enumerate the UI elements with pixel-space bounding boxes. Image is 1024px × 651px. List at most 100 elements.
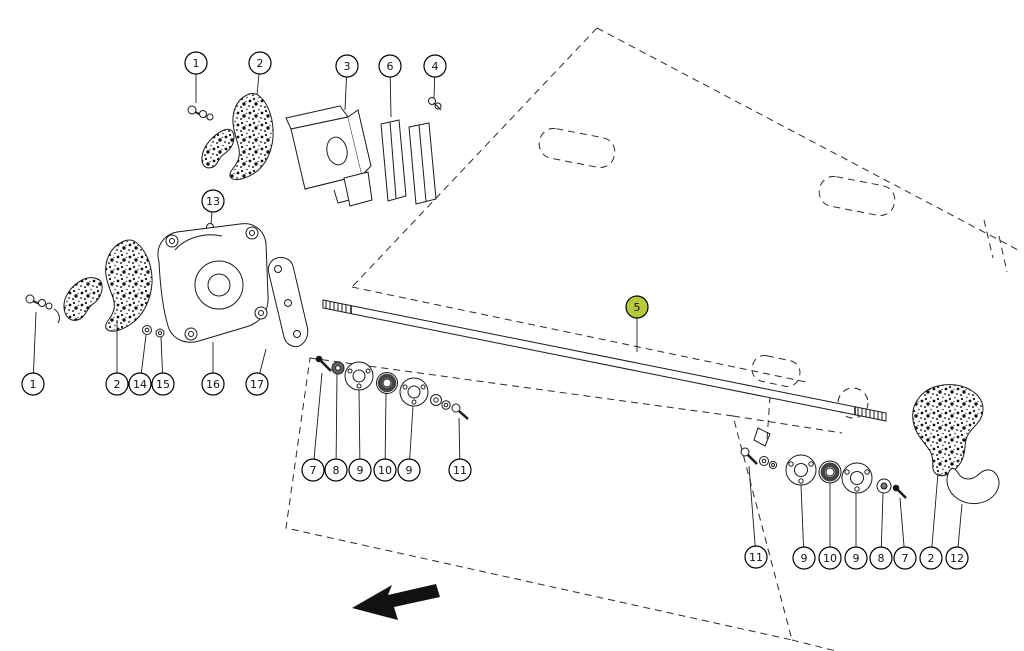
callout-14[interactable]: 14 (128, 334, 152, 396)
bearing-10b (818, 460, 842, 484)
callout-16[interactable]: 16 (201, 342, 225, 396)
callout-11[interactable]: 11 (744, 465, 768, 569)
callout-7[interactable]: 7 (893, 497, 917, 570)
callout-balloon[interactable] (151, 372, 175, 396)
left-mount-assembly (25, 223, 309, 348)
washer (430, 394, 442, 406)
callout-number: 8 (333, 464, 340, 477)
callout-9[interactable]: 9 (348, 389, 372, 482)
callout-1[interactable]: 1 (184, 51, 208, 103)
gearbox-cover (157, 223, 269, 343)
top-mount-assembly (187, 93, 442, 238)
callout-9[interactable]: 9 (844, 493, 868, 570)
callout-balloon[interactable] (373, 458, 397, 482)
callout-balloon[interactable] (105, 372, 129, 396)
bolt-11a (451, 403, 461, 413)
callout-balloon[interactable] (201, 372, 225, 396)
callout-9[interactable]: 9 (397, 405, 421, 482)
shaft-support-bracket (753, 427, 771, 447)
callout-3[interactable]: 3 (335, 54, 359, 111)
callout-balloon[interactable] (625, 295, 649, 319)
speckled-saddle-left (63, 239, 153, 332)
callout-2[interactable]: 2 (248, 51, 272, 96)
callout-balloon[interactable] (184, 51, 208, 75)
callout-8[interactable]: 8 (324, 373, 348, 482)
callout-number: 9 (406, 464, 413, 477)
callout-balloon[interactable] (248, 51, 272, 75)
callout-6[interactable]: 6 (378, 54, 402, 118)
callout-balloon[interactable] (128, 372, 152, 396)
flange-9b (399, 377, 429, 407)
callout-balloon[interactable] (245, 372, 269, 396)
callout-2[interactable]: 2 (919, 472, 943, 570)
callout-balloon[interactable] (792, 546, 816, 570)
callout-balloon[interactable] (324, 458, 348, 482)
callout-balloon[interactable] (201, 189, 225, 213)
callout-balloon[interactable] (423, 54, 447, 78)
callout-9[interactable]: 9 (792, 484, 816, 570)
link-plate (267, 256, 309, 348)
callout-15[interactable]: 15 (151, 336, 175, 396)
washer (768, 460, 778, 470)
callout-number: 6 (387, 60, 394, 73)
callout-12[interactable]: 12 (945, 503, 969, 570)
callout-8[interactable]: 8 (869, 492, 893, 570)
callout-number: 3 (344, 60, 351, 73)
callout-balloon[interactable] (945, 546, 969, 570)
callout-balloon[interactable] (893, 546, 917, 570)
callout-5[interactable]: 5 (625, 295, 649, 352)
callout-number: 11 (749, 551, 763, 564)
callout-17[interactable]: 17 (245, 348, 269, 396)
callout-number: 1 (193, 57, 200, 70)
callout-11[interactable]: 11 (448, 417, 472, 482)
callout-number: 9 (801, 552, 808, 565)
flange-9d (841, 462, 873, 494)
callout-balloon[interactable] (919, 546, 943, 570)
callout-10[interactable]: 10 (373, 392, 397, 482)
callout-balloon[interactable] (818, 546, 842, 570)
callout-balloon[interactable] (448, 458, 472, 482)
shim-plate (380, 119, 407, 202)
callout-balloon[interactable] (744, 545, 768, 569)
callout-number: 1 (30, 378, 37, 391)
spline-left (325, 301, 347, 313)
machine-body-outline (351, 27, 1019, 383)
lower-panel-outline (285, 357, 843, 651)
stud-7b (892, 484, 900, 492)
spline-right (857, 407, 883, 420)
callout-balloon[interactable] (844, 546, 868, 570)
speckled-saddle-right (912, 384, 984, 477)
callout-balloon[interactable] (348, 458, 372, 482)
callout-4[interactable]: 4 (423, 54, 447, 99)
callout-2[interactable]: 2 (105, 320, 129, 396)
callout-balloon[interactable] (301, 458, 325, 482)
callout-balloon[interactable] (869, 546, 893, 570)
mount-bracket (408, 97, 442, 205)
callout-10[interactable]: 10 (818, 483, 842, 570)
callout-number: 11 (453, 464, 467, 477)
callout-number: 12 (950, 552, 964, 565)
bearing-housing-top (285, 105, 373, 207)
callout-balloon[interactable] (335, 54, 359, 78)
callout-number: 13 (206, 195, 220, 208)
washer (759, 456, 769, 466)
drive-shaft (322, 299, 887, 422)
washers-14-15 (142, 325, 165, 338)
callout-13[interactable]: 13 (201, 189, 225, 225)
flange-9a (344, 361, 374, 391)
callout-balloon[interactable] (397, 458, 421, 482)
right-bearing-set (740, 447, 907, 499)
callout-number: 2 (114, 378, 121, 391)
callout-number: 9 (853, 552, 860, 565)
callout-number: 14 (133, 378, 147, 391)
direction-arrow-icon (352, 584, 440, 620)
callout-number: 8 (878, 552, 885, 565)
callout-7[interactable]: 7 (301, 372, 325, 482)
bolt-washers-top (187, 105, 214, 121)
callout-balloon[interactable] (21, 372, 45, 396)
callout-1[interactable]: 1 (21, 311, 45, 396)
callout-balloon[interactable] (378, 54, 402, 78)
